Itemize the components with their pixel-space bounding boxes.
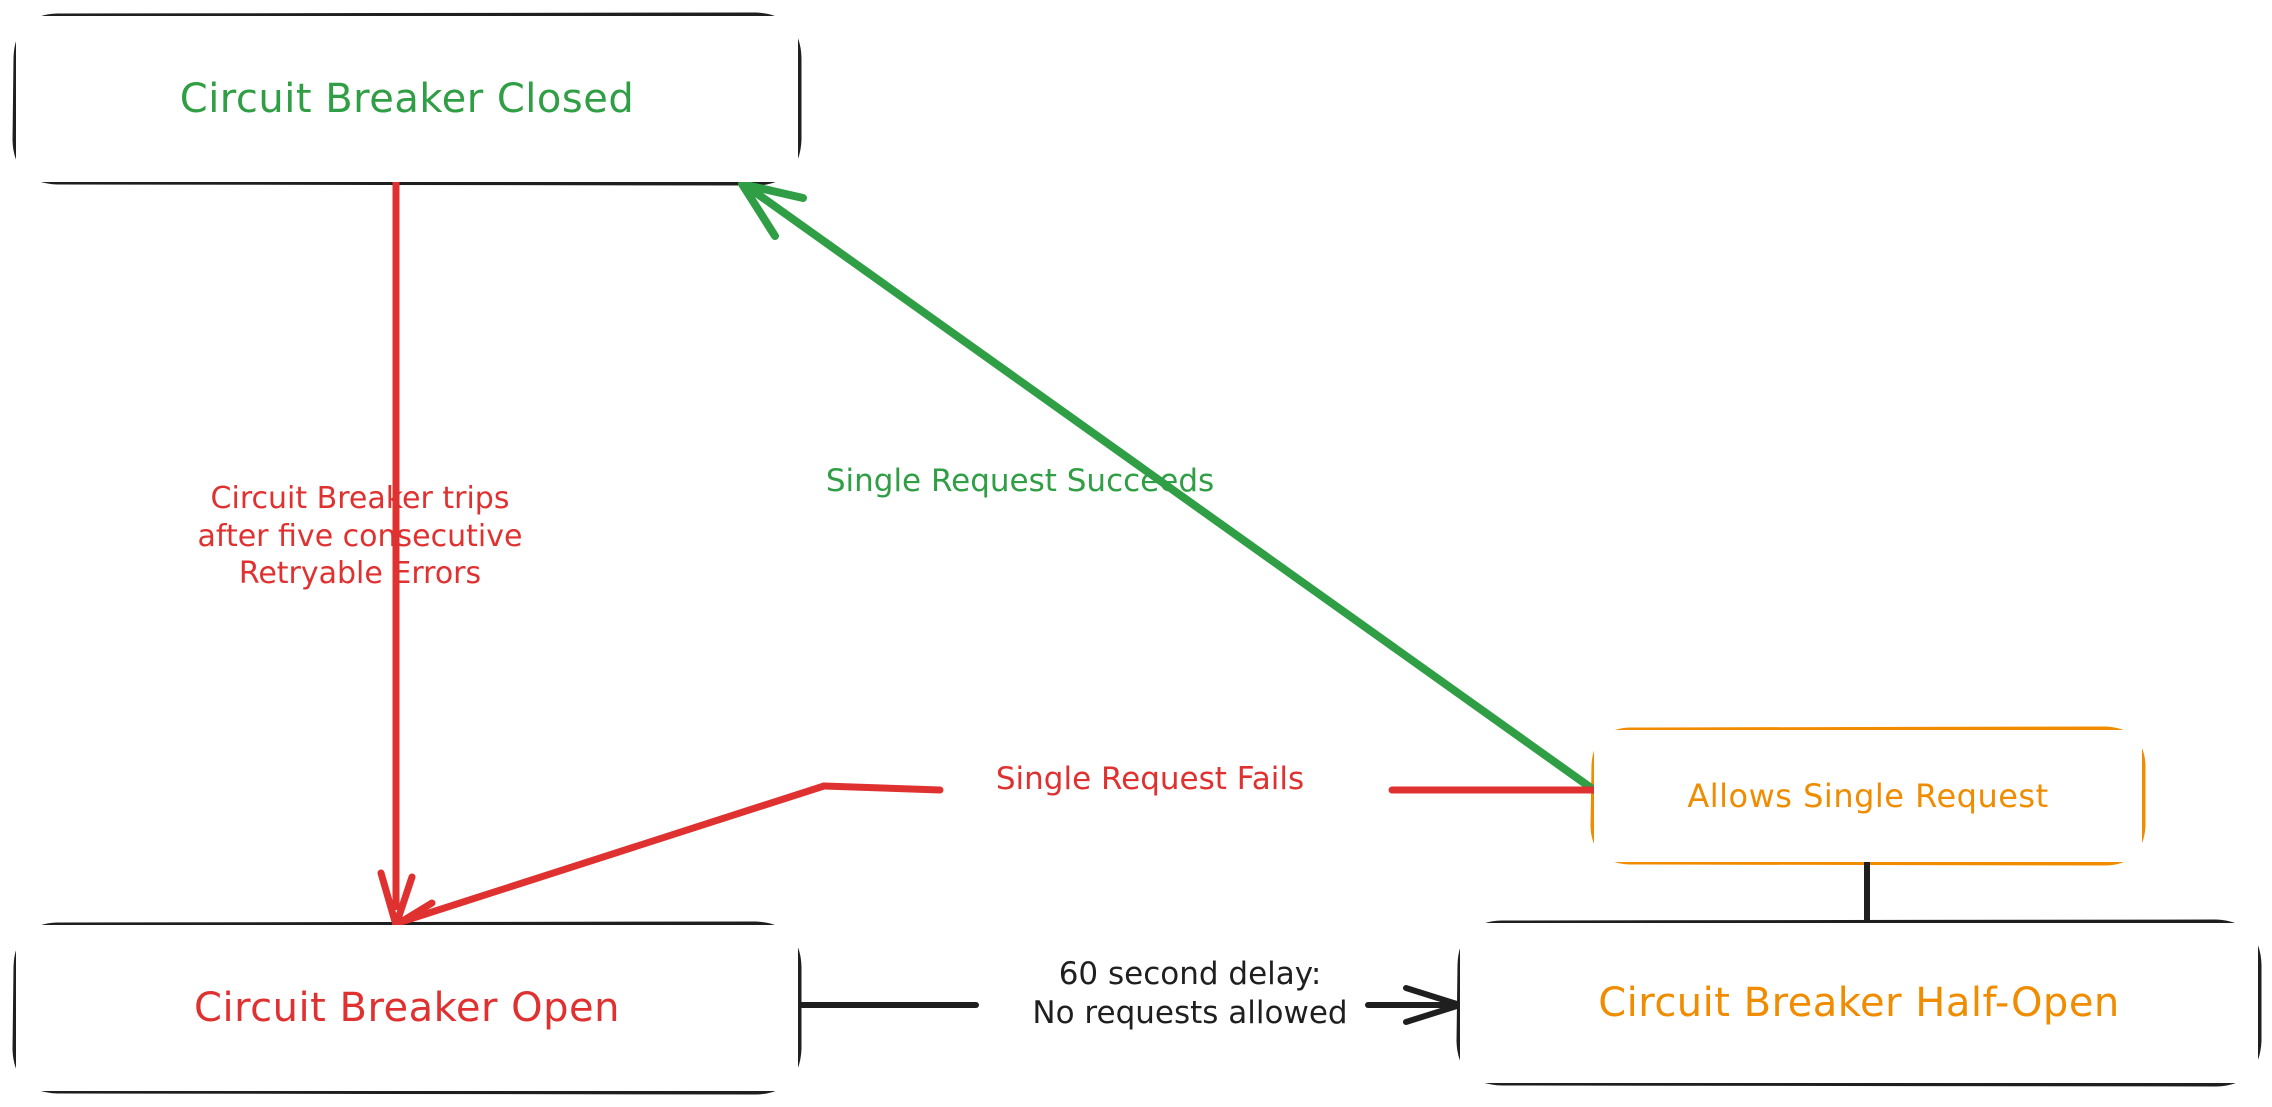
node-circuit-breaker-half-open-label: Circuit Breaker Half-Open [1598,980,2120,1026]
node-allows-single-request[interactable]: Allows Single Request [1594,730,2142,862]
node-circuit-breaker-closed[interactable]: Circuit Breaker Closed [16,16,798,182]
edge-succeeds [738,180,1598,794]
node-allows-single-request-label: Allows Single Request [1687,777,2049,815]
edge-trip [377,182,436,929]
node-circuit-breaker-half-open[interactable]: Circuit Breaker Half-Open [1460,923,2258,1083]
node-circuit-breaker-open[interactable]: Circuit Breaker Open [16,925,798,1091]
edge-delay [795,985,1463,1025]
edge-fails [400,782,1598,925]
node-circuit-breaker-closed-label: Circuit Breaker Closed [179,76,635,122]
node-circuit-breaker-open-label: Circuit Breaker Open [194,985,620,1031]
